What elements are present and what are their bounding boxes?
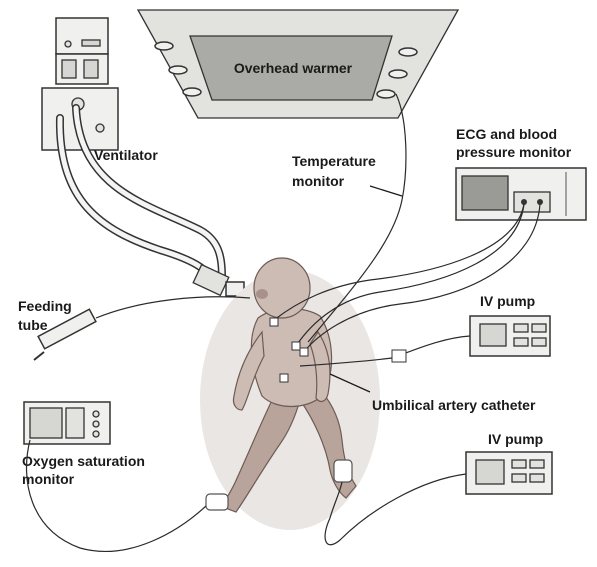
label-temperature-line2: monitor [292,173,345,189]
iv-pump-lower: IV pump [466,431,552,494]
label-overhead-warmer: Overhead warmer [234,60,353,76]
iv-pump-upper: IV pump [470,293,550,356]
label-feeding-line1: Feeding [18,298,72,314]
label-oxygen-line2: monitor [22,471,75,487]
label-oxygen-line1: Oxygen saturation [22,453,145,469]
oxygen-saturation-monitor: Oxygen saturation monitor [22,402,145,487]
ecg-blood-pressure-monitor: ECG and blood pressure monitor [456,126,586,220]
feeding-tube-syringe: Feeding tube [18,298,96,360]
label-temperature-line1: Temperature [292,153,376,169]
label-ecg-line1: ECG and blood [456,126,557,142]
label-ecg-line2: pressure monitor [456,144,572,160]
label-ventilator: Ventilator [94,147,158,163]
label-iv-pump-upper: IV pump [480,293,535,309]
overhead-warmer: Overhead warmer [138,10,458,118]
label-feeding-line2: tube [18,317,48,333]
label-umbilical-catheter: Umbilical artery catheter [372,397,536,413]
label-iv-pump-lower: IV pump [488,431,543,447]
